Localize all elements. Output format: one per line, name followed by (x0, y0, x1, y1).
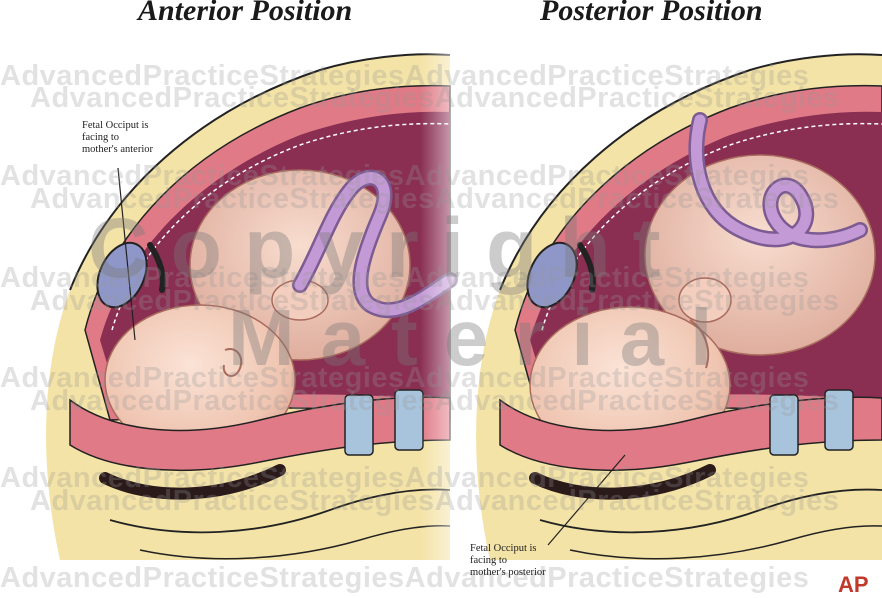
annotation-line: Fetal Occiput is (82, 120, 192, 132)
left-vertebra-1 (345, 395, 373, 455)
annotation-line: mother's anterior (82, 144, 192, 156)
annotation-line: Fetal Occiput is (470, 543, 580, 555)
title-anterior-position: Anterior Position (138, 0, 352, 28)
logo: AP (838, 572, 869, 598)
annotation-line: facing to (470, 555, 580, 567)
annotation-line: facing to (82, 132, 192, 144)
annotation-posterior: Fetal Occiput is facing to mother's post… (470, 543, 580, 579)
left-panel-fade (420, 40, 480, 580)
annotation-line: mother's posterior (470, 567, 580, 579)
right-vertebra-2 (825, 390, 853, 450)
right-vertebra-1 (770, 395, 798, 455)
annotation-anterior: Fetal Occiput is facing to mother's ante… (82, 120, 192, 156)
right-fetal-hand (679, 278, 731, 322)
title-posterior-position: Posterior Position (540, 0, 763, 28)
right-panel-posterior (476, 54, 882, 560)
left-vertebra-2 (395, 390, 423, 450)
